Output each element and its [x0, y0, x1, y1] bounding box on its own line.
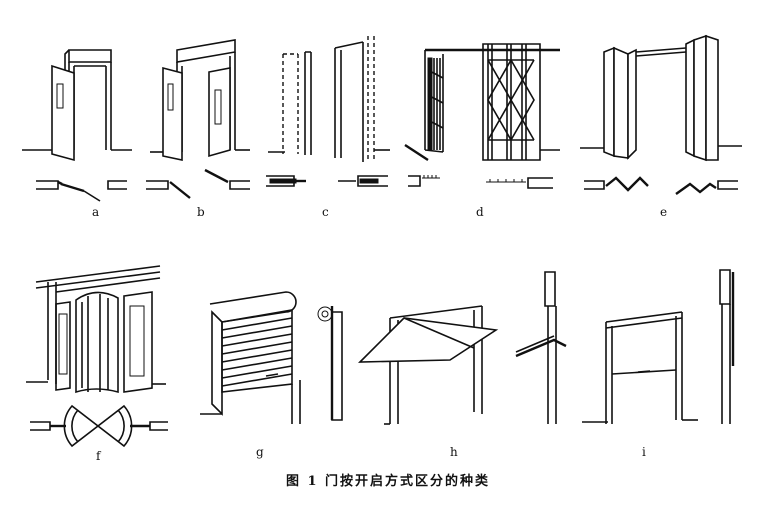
door-g-elevation: g	[200, 291, 301, 459]
door-g-section	[317, 306, 343, 421]
door-h-elevation: h	[358, 305, 499, 459]
door-f-plan: f	[30, 404, 168, 463]
door-b-plan: b	[146, 168, 250, 219]
label-h: h	[450, 445, 458, 459]
door-b-elevation	[150, 39, 250, 161]
figure-caption: 图 1 门按开启方式区分的种类	[285, 474, 491, 489]
label-i: i	[642, 445, 646, 459]
door-e-elevation	[580, 34, 742, 162]
label-c: c	[322, 205, 329, 219]
label-a: a	[92, 205, 99, 219]
door-c-elevation	[268, 36, 390, 162]
door-f-elevation	[26, 265, 166, 394]
label-e: e	[660, 205, 667, 219]
door-i-section	[719, 269, 735, 424]
label-f: f	[96, 449, 102, 463]
door-types-drawing: a b c	[22, 34, 742, 463]
door-c-plan: c	[266, 175, 388, 219]
label-d: d	[476, 205, 484, 219]
door-d-elevation	[404, 43, 560, 162]
door-e-plan: e	[584, 176, 738, 219]
door-i-elevation: i	[582, 311, 698, 459]
label-g: g	[256, 445, 264, 459]
door-d-plan: d	[408, 175, 553, 219]
door-a-plan: a	[36, 180, 127, 219]
door-a-elevation	[22, 49, 132, 162]
door-h-section	[515, 271, 567, 424]
label-b: b	[197, 205, 205, 219]
